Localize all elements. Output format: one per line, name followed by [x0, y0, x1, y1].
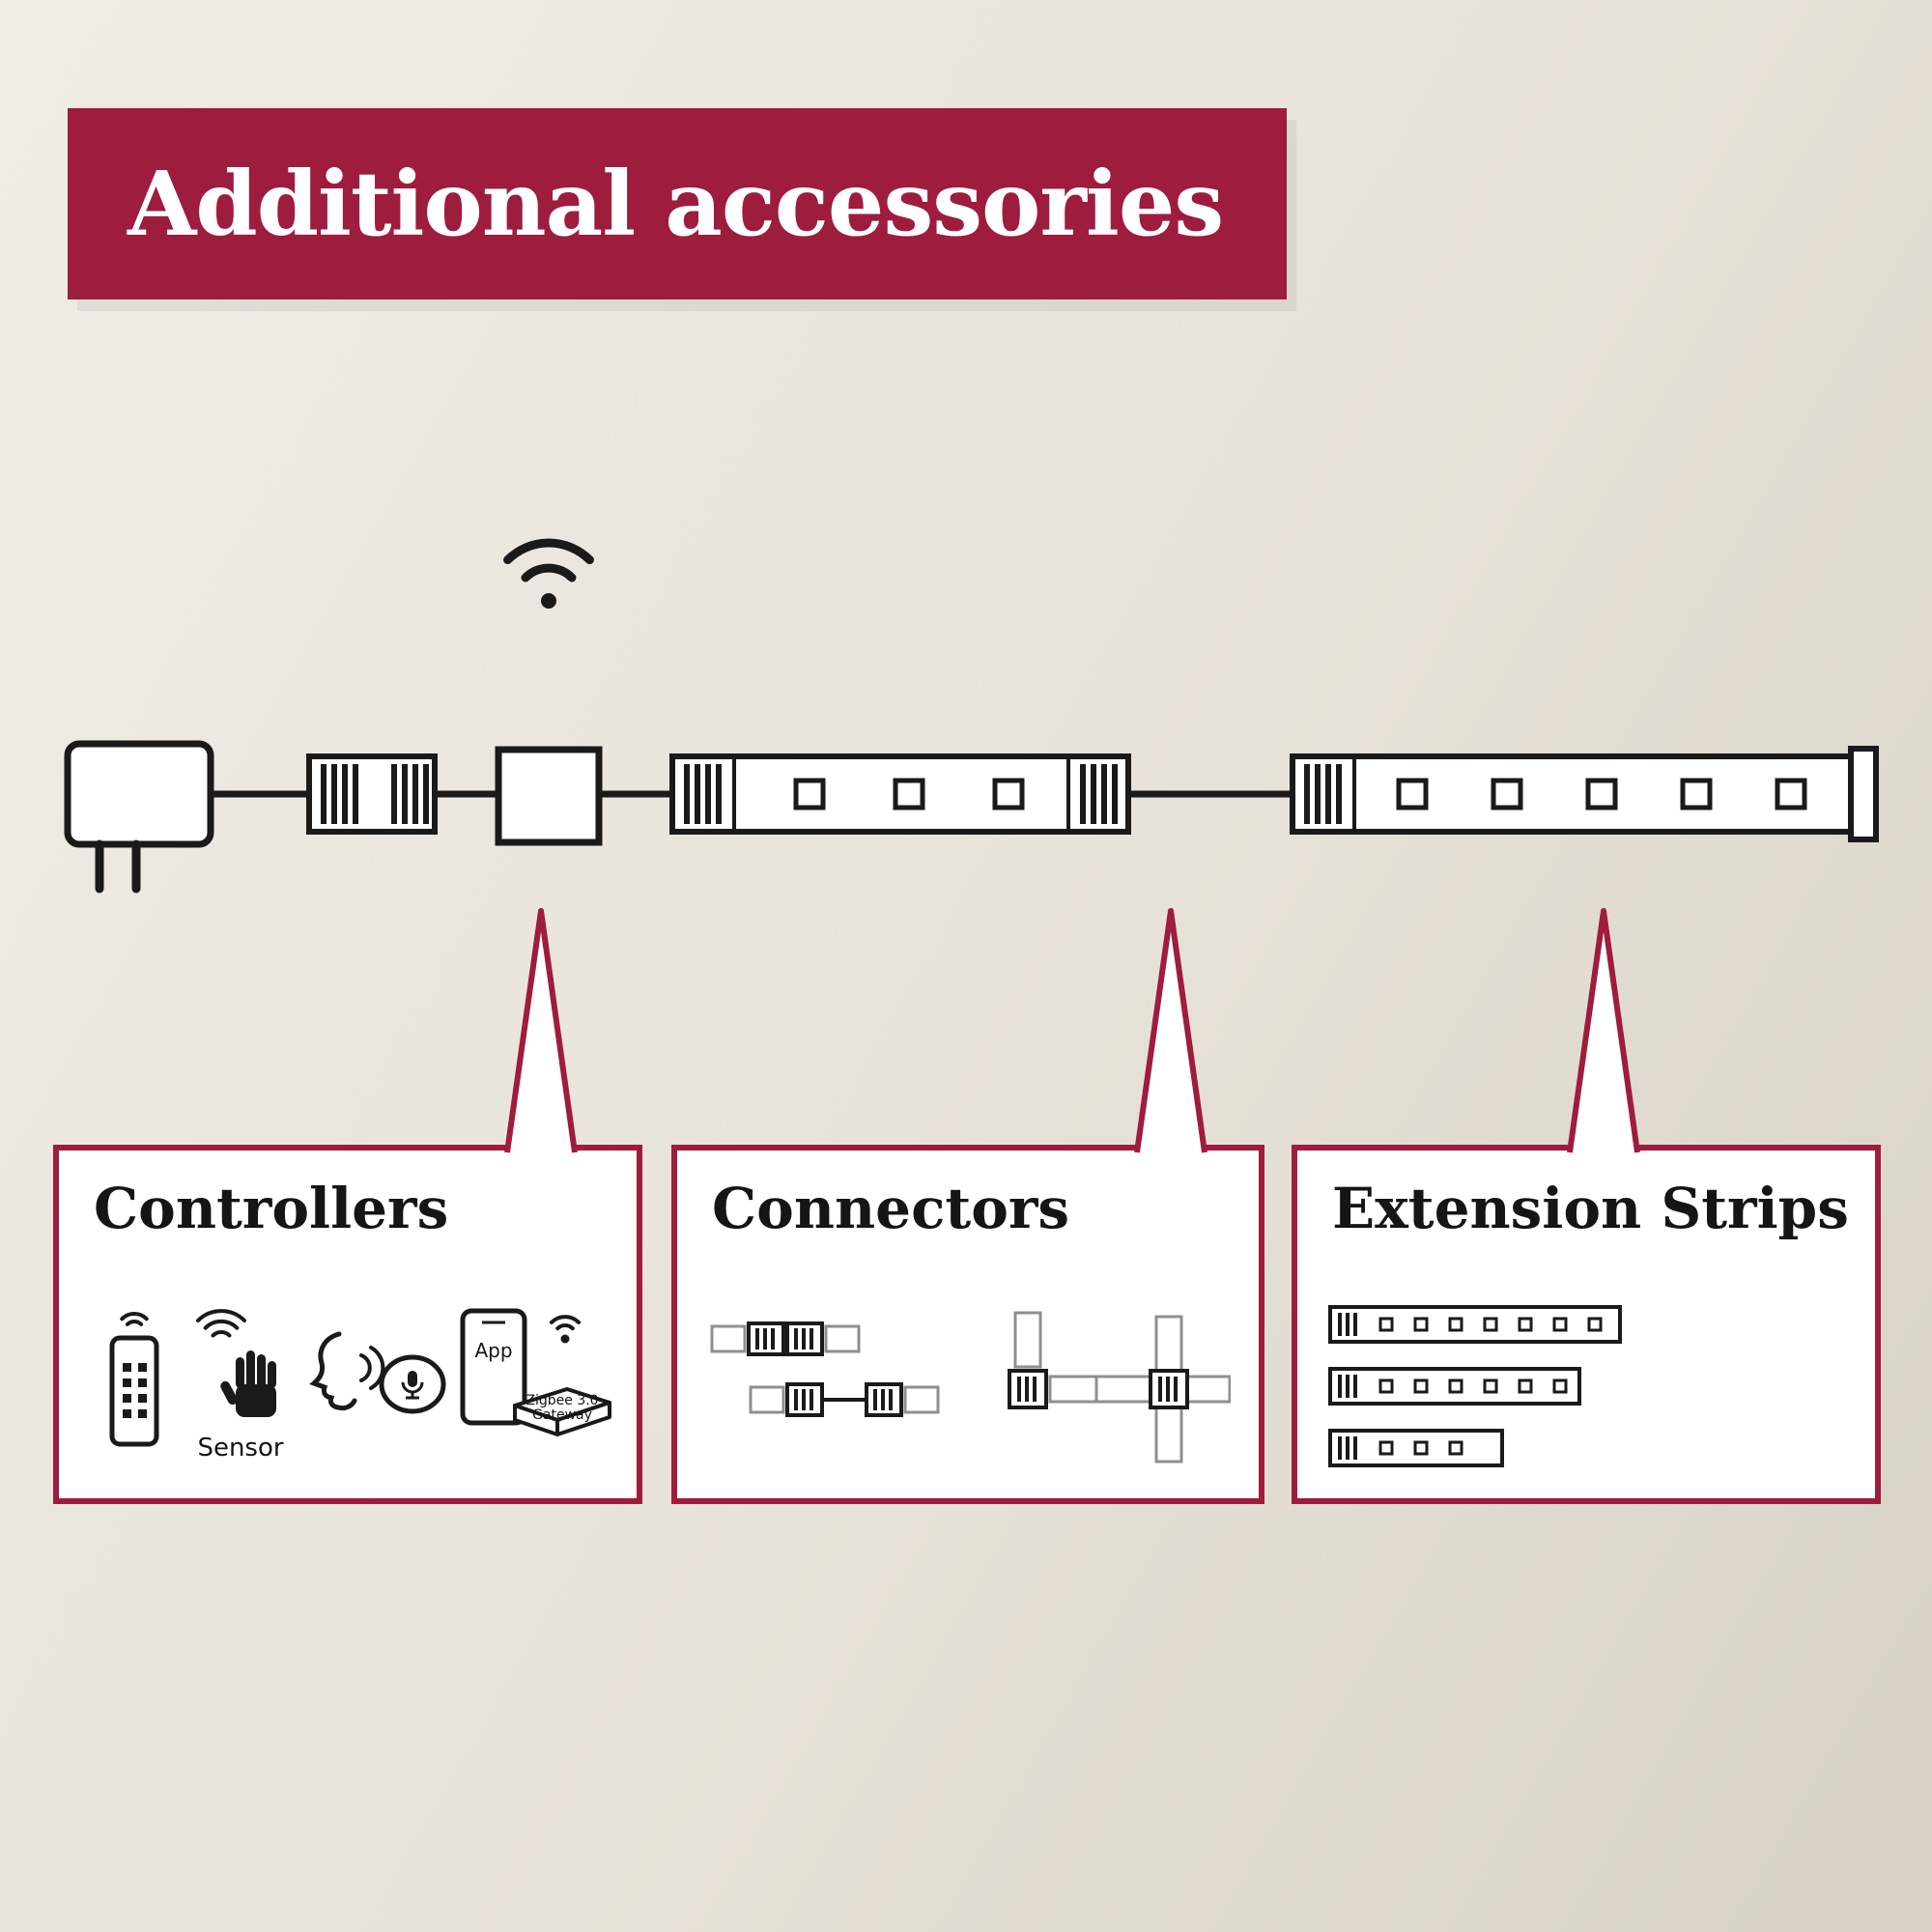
sensor-label: Sensor	[197, 1434, 283, 1463]
panel-title-extension-strips: Extension Strips	[1332, 1176, 1849, 1241]
strip-end-cap	[1848, 746, 1879, 842]
power-plug-icon	[64, 740, 214, 894]
wifi-controller-icon	[495, 746, 603, 846]
panel-title-connectors: Connectors	[712, 1176, 1070, 1241]
app-label: App	[474, 1339, 512, 1362]
wifi-signal-icon	[503, 538, 594, 609]
led-strip-extension-icon	[1290, 746, 1879, 842]
app-gateway-icon: App Zigbee 3.0 Gateway	[460, 1308, 611, 1436]
remote-control-icon	[109, 1312, 159, 1447]
gateway-label-line2: Gateway	[532, 1407, 592, 1423]
led-strip-long-icon	[1328, 1305, 1622, 1344]
cross-connector-icon	[1094, 1315, 1231, 1463]
voice-control-icon	[309, 1331, 446, 1414]
led-strip-medium-icon	[1328, 1367, 1581, 1406]
panel-connectors: Connectors	[671, 1145, 1264, 1504]
extension-strips-icons	[1328, 1305, 1622, 1467]
corner-connector-icon	[1008, 1311, 1108, 1409]
controllers-icons: Sensor App Z	[109, 1308, 611, 1463]
cable-connector-icon	[710, 1321, 940, 1417]
callout-pointer-connectors	[1134, 908, 1208, 1153]
strip-connector-icon	[306, 753, 438, 835]
title-banner: Additional accessories	[68, 108, 1287, 299]
page-title: Additional accessories	[128, 152, 1224, 256]
led-strip-icon	[669, 753, 1131, 835]
motion-sensor-icon: Sensor	[196, 1309, 284, 1463]
led-strip-short-icon	[1328, 1429, 1504, 1467]
gateway-label-line1: Zigbee 3.0	[526, 1393, 598, 1408]
callout-pointer-controllers	[504, 908, 578, 1153]
led-system-diagram	[64, 538, 1879, 894]
connectors-icons	[710, 1311, 1231, 1463]
panel-extension-strips: Extension Strips	[1292, 1145, 1881, 1504]
callout-pointer-extension-strips	[1567, 908, 1640, 1153]
panel-controllers: Controllers Sensor	[53, 1145, 642, 1504]
panel-title-controllers: Controllers	[94, 1176, 449, 1241]
